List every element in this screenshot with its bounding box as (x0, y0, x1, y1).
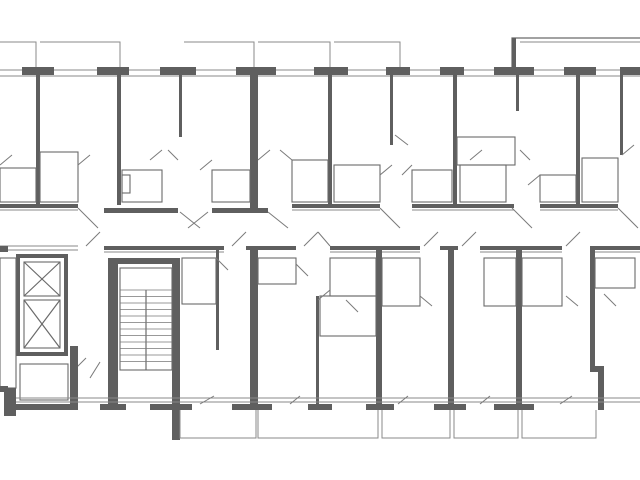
top-corridor-wall (0, 204, 618, 213)
top-row-doors (0, 134, 635, 186)
top-exterior-walls (22, 38, 640, 75)
corridor-doors-top (77, 207, 639, 229)
corridor-doors-bottom (85, 231, 581, 247)
bottom-row-partitions (0, 250, 636, 410)
left-edge (0, 246, 8, 392)
top-row-partitions (0, 75, 623, 213)
elevator-shaft (16, 254, 69, 401)
stairwell (108, 258, 180, 408)
bottom-corridor-wall (0, 245, 640, 253)
bottom-exterior-walls (4, 346, 640, 440)
bottom-facade (179, 395, 597, 439)
bottom-row-doors (71, 257, 617, 379)
stair-treads (120, 289, 172, 362)
